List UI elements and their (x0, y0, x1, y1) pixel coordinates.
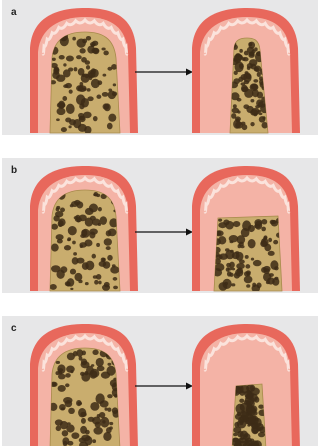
after-ridge (192, 8, 300, 133)
panel-a: a (2, 0, 318, 135)
before-ridge (30, 8, 138, 134)
transition-arrow (135, 383, 193, 390)
panel-b-illustration (2, 158, 318, 293)
panel-c-illustration (2, 316, 318, 446)
before-ridge (30, 166, 138, 291)
after-ridge (192, 166, 300, 292)
transition-arrow (135, 229, 193, 236)
transition-arrow (135, 69, 193, 76)
after-ridge (192, 324, 300, 446)
panel-c: c (2, 316, 318, 446)
panel-a-illustration (2, 0, 318, 135)
before-ridge (30, 324, 138, 446)
panel-b: b (2, 158, 318, 293)
